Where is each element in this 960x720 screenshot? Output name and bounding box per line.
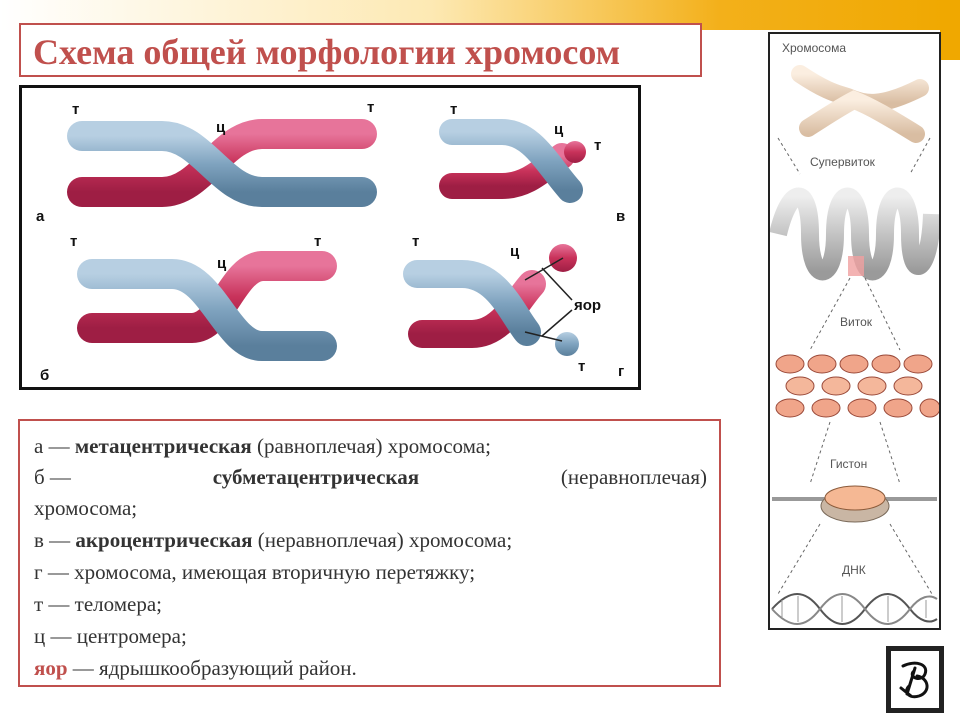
telomere-label-v-right: т <box>594 137 601 154</box>
legend-term-nor: яор <box>34 656 68 680</box>
chromosome-v <box>439 119 586 203</box>
chromosome-a <box>67 119 377 207</box>
telomere-label-g-right: т <box>578 358 585 375</box>
centromere-label-g: ц <box>510 243 520 260</box>
histone-shape <box>772 485 937 523</box>
logo <box>886 646 944 713</box>
label-coil: Виток <box>840 315 873 329</box>
legend-line-a: а — метацентрическая (равноплечая) хромо… <box>34 434 491 458</box>
telomere-label-v-left: т <box>450 101 457 118</box>
telomere-label-b-left: т <box>70 233 77 250</box>
nucleosome-rows <box>775 354 939 418</box>
label-histone: Гистон <box>830 457 867 471</box>
telomere-label-a-right: т <box>367 99 374 116</box>
dna-helix-shape <box>771 593 938 625</box>
title-box: Схема общей морфологии хромосом <box>19 23 702 77</box>
panel-label-g: г <box>618 363 624 380</box>
centromere-label-b: ц <box>217 255 227 272</box>
telomere-label-b-right: т <box>314 233 321 250</box>
chromosome-diagram-svg: а б в г т т ц т т ц т т ц т т ц яор <box>36 99 625 384</box>
legend-term-b: субметацентрическая <box>212 465 420 489</box>
label-chromosome: Хромосома <box>782 41 846 55</box>
telomere-label-a-left: т <box>72 101 79 118</box>
chromosome-b <box>77 251 337 361</box>
centromere-label-a: ц <box>216 119 226 136</box>
panel-label-a: а <box>36 208 45 225</box>
legend-line-c: ц — центромера; <box>34 624 187 648</box>
logo-glyph-icon <box>899 661 929 698</box>
legend-box: а — метацентрическая (равноплечая) хромо… <box>18 419 721 687</box>
label-dna: ДНК <box>842 563 866 577</box>
chromatin-packing-svg: Хромосома Супервиток Виток <box>770 41 939 625</box>
logo-inner <box>891 651 939 708</box>
right-decor-band <box>940 0 960 60</box>
telomere-label-g-left: т <box>412 233 419 250</box>
centromere-label-v: ц <box>554 121 564 138</box>
nor-label: яор <box>574 297 601 314</box>
legend-line-nor: яор — ядрышкообразующий район. <box>34 656 357 680</box>
panel-label-v: в <box>616 208 625 225</box>
supercoil-shape <box>770 187 939 281</box>
page-title: Схема общей морфологии хромосом <box>33 32 621 72</box>
legend-line-b: б — субметацентрическая (неравноплечая) <box>34 462 707 492</box>
legend-term-v: акроцентрическая <box>75 528 253 552</box>
chromatin-packing-panel: Хромосома Супервиток Виток <box>768 32 941 630</box>
legend-term-a: метацентрическая <box>74 434 252 458</box>
legend-line-t: т — теломера; <box>34 592 163 616</box>
chromosome-x-shape <box>791 65 929 143</box>
panel-label-b: б <box>40 367 49 384</box>
chromosome-g <box>403 244 579 356</box>
legend-line-g: г — хромосома, имеющая вторичную перетяж… <box>34 560 476 584</box>
label-supercoil: Супервиток <box>810 155 876 169</box>
chromosome-diagram: а б в г т т ц т т ц т т ц т т ц яор <box>19 85 641 390</box>
legend-line-v: в — акроцентрическая (неравноплечая) хро… <box>34 528 513 552</box>
legend-line-b-cont: хромосома; <box>34 496 138 520</box>
